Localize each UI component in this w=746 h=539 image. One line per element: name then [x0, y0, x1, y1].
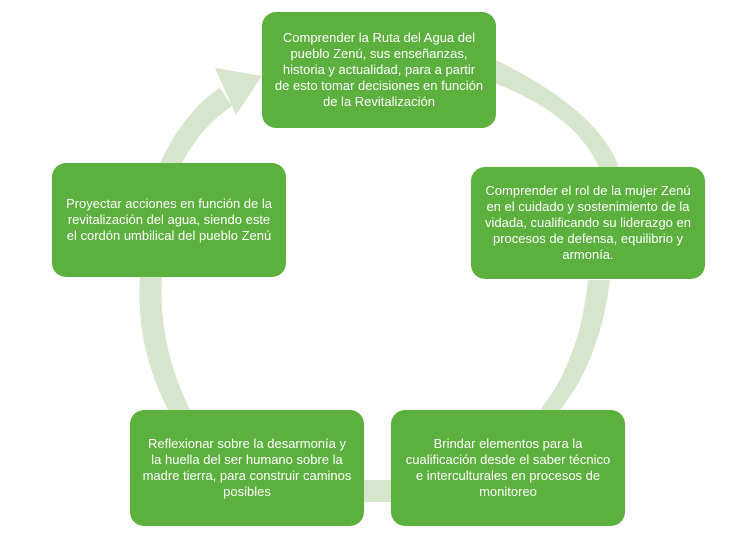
step-2-box: Comprender el rol de la mujer Zenú en el… — [471, 167, 705, 279]
step-2-text: Comprender el rol de la mujer Zenú en el… — [485, 183, 691, 262]
step-1-text: Comprender la Ruta del Agua del pueblo Z… — [274, 30, 484, 109]
step-1-box: Comprender la Ruta del Agua del pueblo Z… — [262, 12, 496, 128]
connector-step5-step1 — [160, 88, 232, 163]
step-4-text: Reflexionar sobre la desarmonía y la hue… — [142, 436, 352, 499]
step-5-box: Proyectar acciones en función de la revi… — [52, 163, 286, 277]
arrowhead-to-step1 — [215, 68, 262, 115]
step-3-box: Brindar elementos para la cualificación … — [391, 410, 625, 526]
connector-step4-step5 — [139, 277, 190, 410]
step-4-box: Reflexionar sobre la desarmonía y la hue… — [130, 410, 364, 526]
connector-step1-step2 — [492, 58, 620, 170]
step-3-text: Brindar elementos para la cualificación … — [405, 436, 611, 499]
connector-step2-step3 — [540, 280, 610, 410]
connector-step3-step4 — [364, 480, 391, 502]
step-5-text: Proyectar acciones en función de la revi… — [66, 196, 272, 243]
